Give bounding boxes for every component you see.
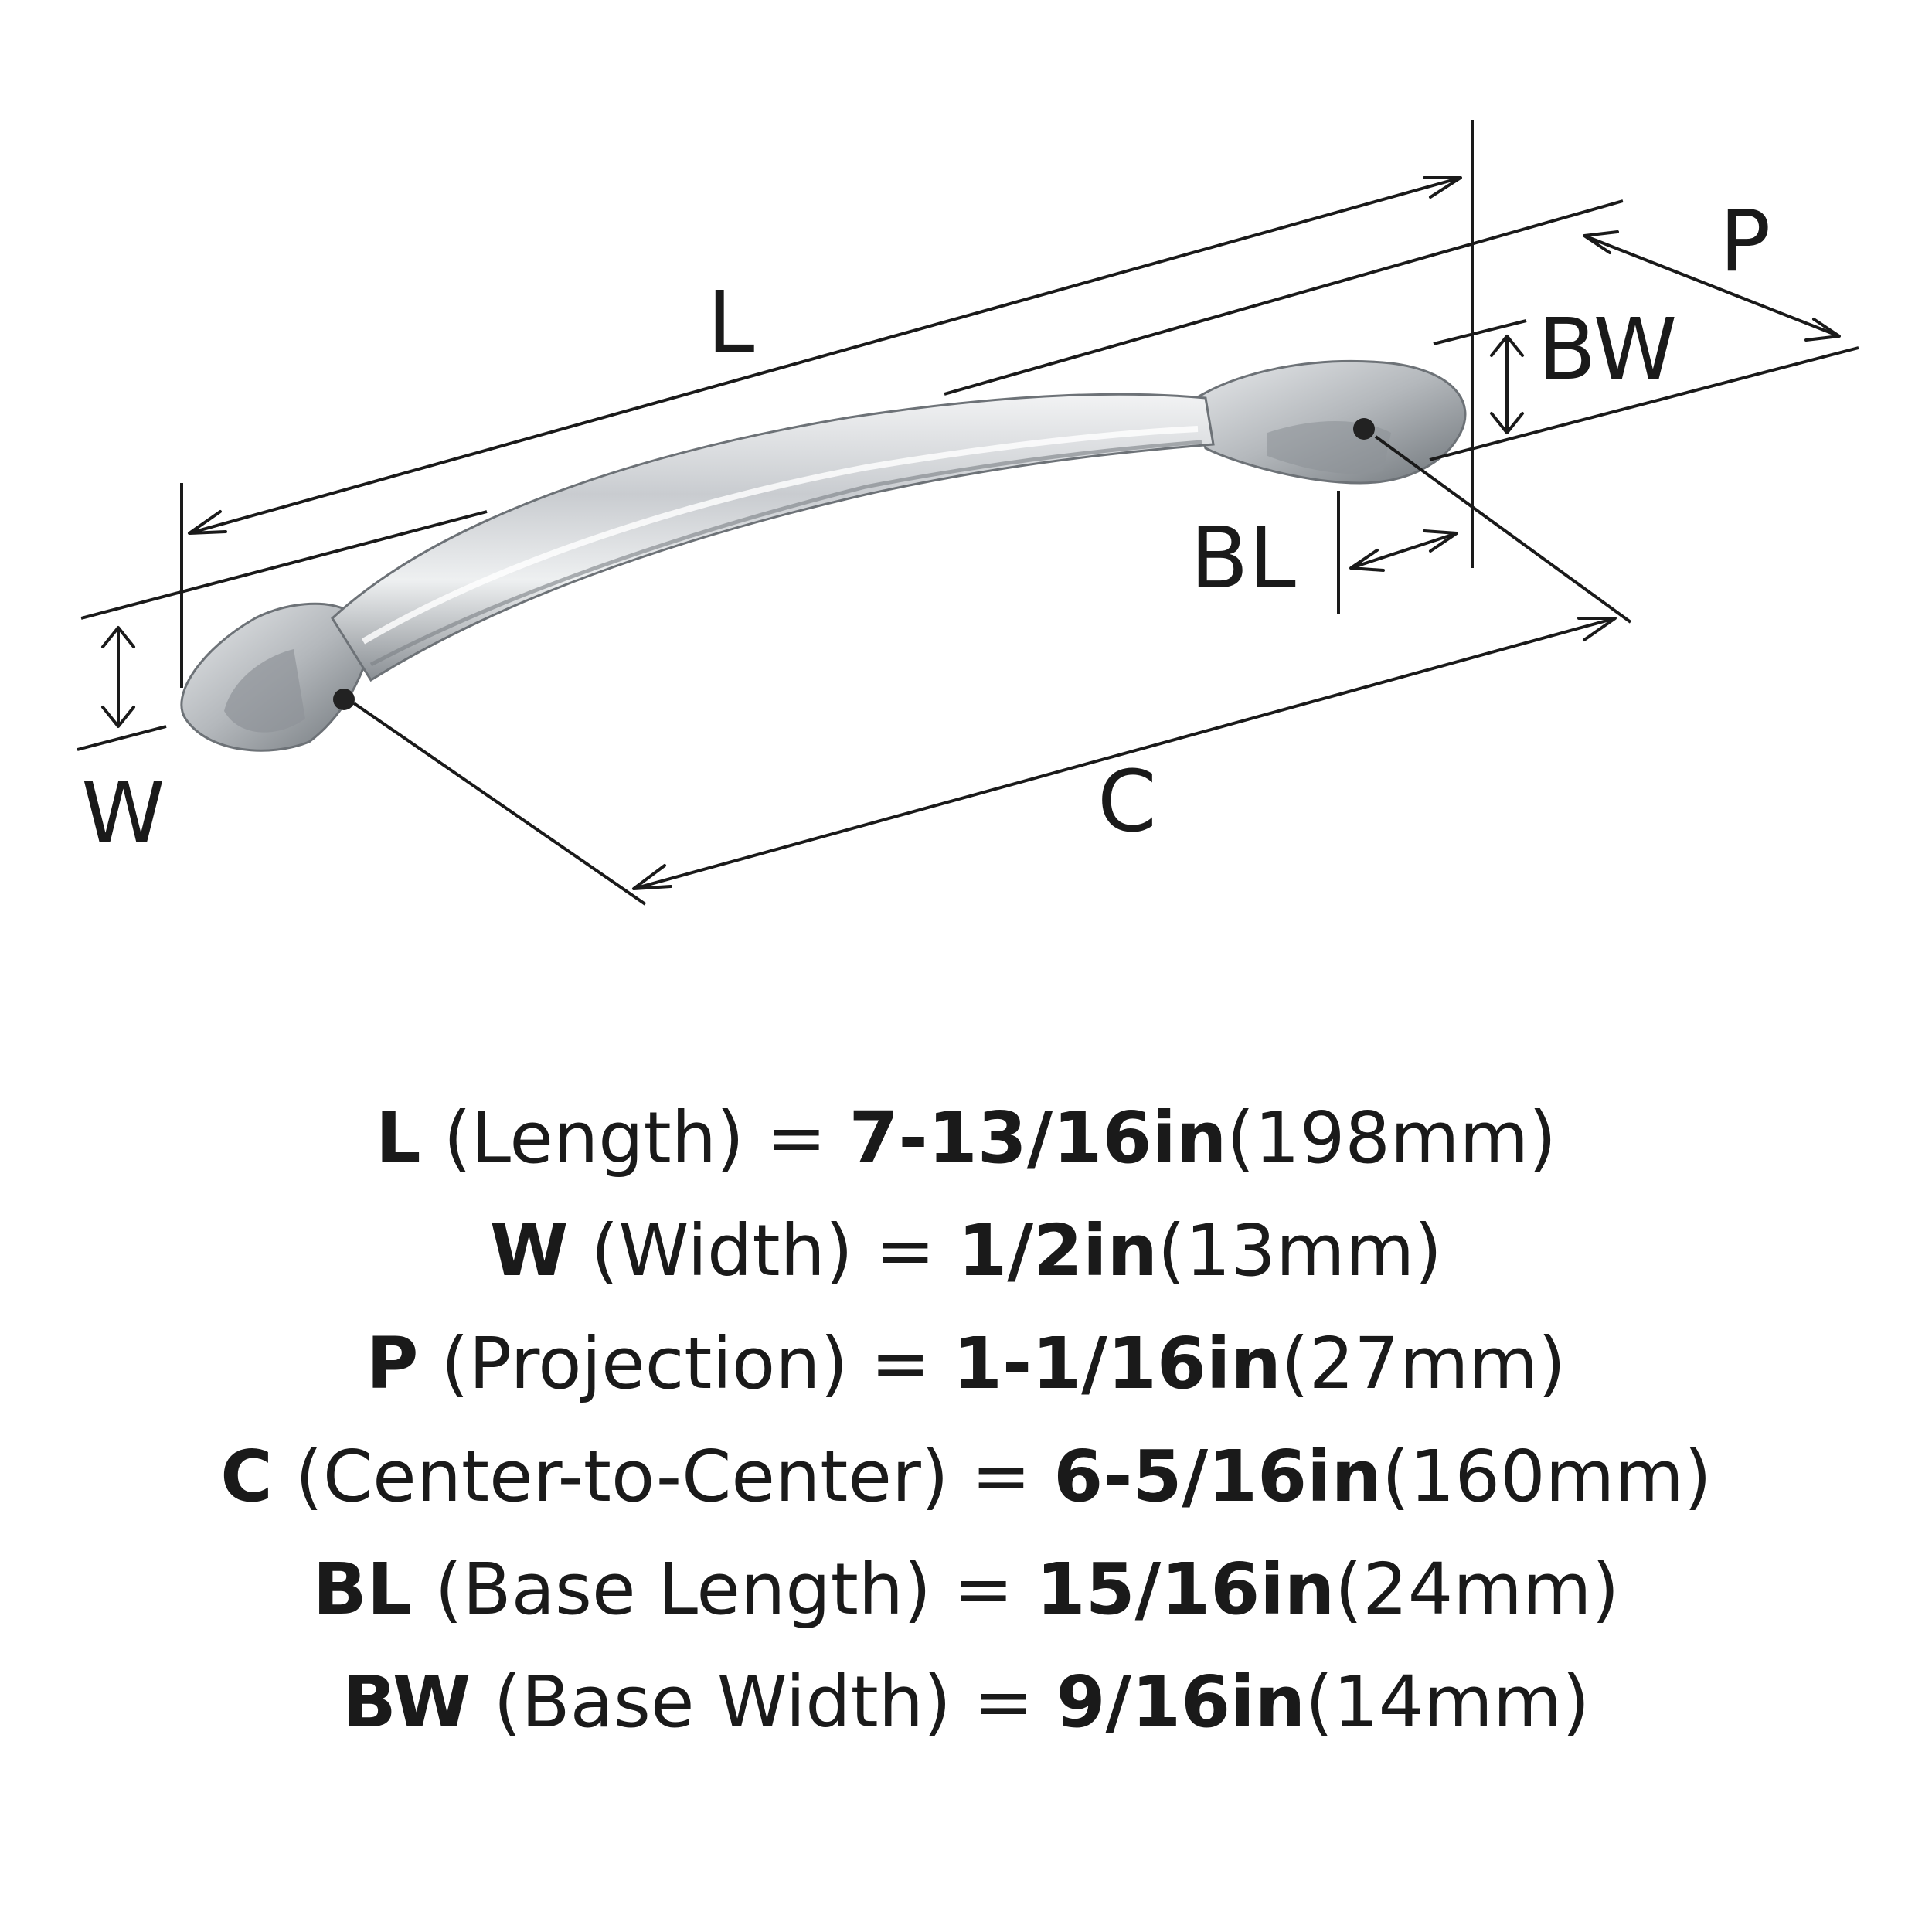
label-l: L — [707, 273, 754, 372]
dimension-l: L — [180, 120, 1474, 688]
dimension-spec-list: L (Length) = 7-13/16in(198mm) W (Width) … — [0, 1082, 1932, 1759]
spec-metric: (198mm) — [1226, 1097, 1557, 1179]
right-mounting-hole — [1353, 418, 1375, 440]
spec-row-base-width: BW (Base Width) = 9/16in(14mm) — [342, 1661, 1590, 1743]
spec-row-center-to-center: C (Center-to-Center) = 6-5/16in(160mm) — [220, 1435, 1712, 1518]
spec-metric: (13mm) — [1157, 1209, 1443, 1292]
label-c: C — [1097, 752, 1157, 851]
label-w: W — [81, 764, 165, 862]
spec-imperial: 9/16in — [1056, 1661, 1306, 1743]
dimension-w: W — [77, 510, 488, 862]
spec-metric: (14mm) — [1305, 1661, 1590, 1743]
spec-imperial: 1/2in — [957, 1209, 1158, 1292]
label-bl: BL — [1190, 509, 1296, 607]
spec-metric: (24mm) — [1335, 1548, 1620, 1631]
spec-metric: (160mm) — [1382, 1435, 1712, 1518]
spec-name: (Width) — [590, 1209, 853, 1292]
spec-imperial: 7-13/16in — [849, 1097, 1227, 1179]
spec-name: (Base Width) — [493, 1661, 951, 1743]
spec-metric: (27mm) — [1281, 1322, 1566, 1405]
spec-row-width: W (Width) = 1/2in(13mm) — [489, 1209, 1443, 1292]
spec-code: P — [366, 1322, 419, 1405]
spec-imperial: 15/16in — [1036, 1548, 1335, 1631]
spec-name: (Length) — [443, 1097, 744, 1179]
dimension-bw: BW — [1433, 300, 1677, 434]
spec-imperial: 6-5/16in — [1053, 1435, 1383, 1518]
label-bw: BW — [1538, 300, 1677, 399]
handle-dimension-diagram: L C W P BW BL — [77, 120, 1859, 906]
spec-code: C — [220, 1435, 273, 1518]
spec-code: BW — [342, 1661, 471, 1743]
spec-name: (Base Length) — [434, 1548, 932, 1631]
spec-imperial: 1-1/16in — [953, 1322, 1281, 1405]
left-mounting-hole — [333, 689, 355, 710]
spec-name: (Projection) — [440, 1322, 849, 1405]
dimension-c: C — [352, 435, 1632, 906]
spec-row-length: L (Length) = 7-13/16in(198mm) — [375, 1097, 1557, 1179]
spec-code: BL — [312, 1548, 413, 1631]
spec-row-projection: P (Projection) = 1-1/16in(27mm) — [366, 1322, 1566, 1405]
spec-row-base-length: BL (Base Length) = 15/16in(24mm) — [312, 1548, 1620, 1631]
spec-code: L — [375, 1097, 421, 1179]
dimension-p: P — [944, 192, 1859, 461]
spec-code: W — [489, 1209, 569, 1292]
spec-name: (Center-to-Center) — [295, 1435, 949, 1518]
label-p: P — [1719, 192, 1770, 291]
dimension-bl: BL — [1190, 491, 1458, 614]
